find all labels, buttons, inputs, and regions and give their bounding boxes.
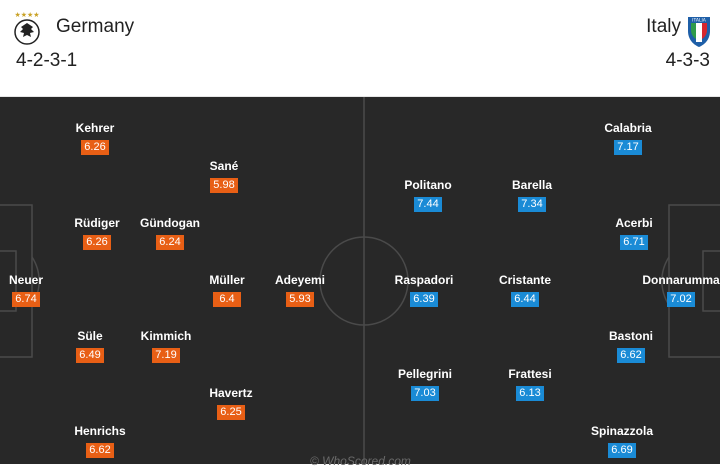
player-name: Havertz <box>209 386 253 400</box>
pitch-markings <box>0 97 720 464</box>
home-formation: 4-2-3-1 <box>16 50 78 71</box>
player-rating: 6.25 <box>217 405 245 420</box>
player-rating: 6.62 <box>617 348 645 363</box>
watermark: © WhoScored.com <box>310 454 411 468</box>
svg-text:ITALIA: ITALIA <box>692 18 707 24</box>
player-rating: 7.17 <box>614 140 642 155</box>
player-rating: 6.71 <box>620 235 648 250</box>
player-barella[interactable]: Barella 7.34 <box>492 178 572 212</box>
player-rating: 7.03 <box>411 386 439 401</box>
player-rating: 6.26 <box>81 140 109 155</box>
svg-text:★★★★: ★★★★ <box>14 11 39 19</box>
player-name: Adeyemi <box>274 273 326 287</box>
player-muller[interactable]: Müller 6.4 <box>187 273 267 307</box>
player-rating: 7.44 <box>414 197 442 212</box>
player-gundogan[interactable]: Gündogan 6.24 <box>130 216 210 250</box>
player-adeyemi[interactable]: Adeyemi 5.93 <box>260 273 340 307</box>
player-name: Bastoni <box>608 329 653 343</box>
player-name: Spinazzola <box>590 424 653 438</box>
player-rating: 7.19 <box>152 348 180 363</box>
player-name: Barella <box>511 178 553 192</box>
player-havertz[interactable]: Havertz 6.25 <box>191 386 271 420</box>
player-calabria[interactable]: Calabria 7.17 <box>588 121 668 155</box>
player-name: Pellegrini <box>397 367 453 381</box>
player-name: Neuer <box>8 273 43 287</box>
player-pellegrini[interactable]: Pellegrini 7.03 <box>385 367 465 401</box>
player-name: Rüdiger <box>74 216 120 230</box>
player-kehrer[interactable]: Kehrer 6.26 <box>55 121 135 155</box>
player-rating: 6.39 <box>410 292 438 307</box>
player-rating: 7.02 <box>667 292 695 307</box>
player-sane[interactable]: Sané 5.98 <box>184 159 264 193</box>
player-name: Calabria <box>604 121 652 135</box>
player-raspadori[interactable]: Raspadori 6.39 <box>384 273 464 307</box>
player-name: Henrichs <box>74 424 126 438</box>
header-divider <box>0 96 720 97</box>
player-henrichs[interactable]: Henrichs 6.62 <box>60 424 140 458</box>
player-rating: 6.62 <box>86 443 114 458</box>
player-name: Süle <box>77 329 103 343</box>
home-team-name[interactable]: Germany <box>56 16 135 37</box>
player-cristante[interactable]: Cristante 6.44 <box>485 273 565 307</box>
player-name: Sané <box>209 159 239 173</box>
player-acerbi[interactable]: Acerbi 6.71 <box>594 216 674 250</box>
player-name: Acerbi <box>615 216 653 230</box>
player-rating: 6.26 <box>83 235 111 250</box>
germany-crest-icon: ★★★★ <box>12 10 42 46</box>
player-frattesi[interactable]: Frattesi 6.13 <box>490 367 570 401</box>
player-rating: 6.24 <box>156 235 184 250</box>
player-rating: 6.69 <box>608 443 636 458</box>
player-bastoni[interactable]: Bastoni 6.62 <box>591 329 671 363</box>
player-rating: 5.98 <box>210 178 238 193</box>
player-rating: 7.34 <box>518 197 546 212</box>
player-neuer[interactable]: Neuer 6.74 <box>0 273 66 307</box>
away-formation: 4-3-3 <box>665 50 710 71</box>
player-name: Raspadori <box>394 273 454 287</box>
player-rating: 6.49 <box>76 348 104 363</box>
player-rating: 5.93 <box>286 292 314 307</box>
player-sule[interactable]: Süle 6.49 <box>50 329 130 363</box>
player-name: Donnarumma <box>642 273 720 287</box>
player-name: Politano <box>404 178 452 192</box>
player-rating: 6.74 <box>12 292 40 307</box>
player-rudiger[interactable]: Rüdiger 6.26 <box>57 216 137 250</box>
player-politano[interactable]: Politano 7.44 <box>388 178 468 212</box>
player-rating: 6.4 <box>213 292 241 307</box>
player-donnarumma[interactable]: Donnarumma 7.02 <box>641 273 720 307</box>
player-kimmich[interactable]: Kimmich 7.19 <box>126 329 206 363</box>
pitch: Kehrer 6.26 Sané 5.98 Rüdiger 6.26 Gündo… <box>0 97 720 464</box>
player-spinazzola[interactable]: Spinazzola 6.69 <box>582 424 662 458</box>
player-name: Kehrer <box>75 121 115 135</box>
player-rating: 6.13 <box>516 386 544 401</box>
away-team-name[interactable]: Italy <box>646 16 681 37</box>
italy-crest-icon: ITALIA <box>686 14 712 48</box>
player-name: Cristante <box>498 273 551 287</box>
player-name: Müller <box>209 273 245 287</box>
player-name: Gündogan <box>140 216 200 230</box>
match-header: ★★★★ Germany 4-2-3-1 ITALIA Italy 4-3-3 <box>0 0 720 96</box>
player-name: Frattesi <box>508 367 552 381</box>
player-rating: 6.44 <box>511 292 539 307</box>
player-name: Kimmich <box>140 329 192 343</box>
